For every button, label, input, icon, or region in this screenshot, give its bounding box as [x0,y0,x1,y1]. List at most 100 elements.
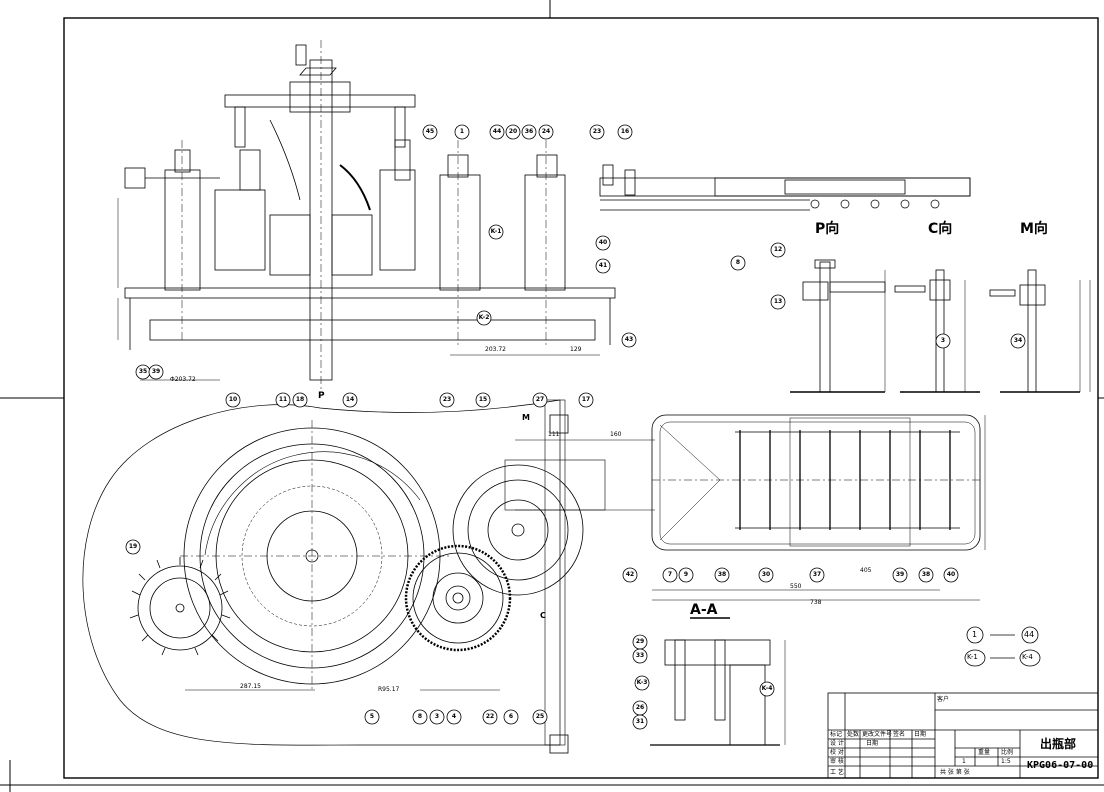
top-elevation-view [117,40,971,390]
view-label-p: P向 [815,221,840,237]
balloon-circle [475,392,491,408]
balloon-label: 3 [434,713,440,720]
balloon-circle [634,675,650,691]
balloon-circle [505,124,521,140]
balloon-circle [476,310,492,326]
row-label: 设 计 [830,740,844,747]
dimension-text: Φ203.72 [170,376,196,383]
balloon-circle [809,567,825,583]
balloon-circle [429,709,445,725]
balloon-label: 39 [895,571,905,578]
balloon-label: 40 [598,239,608,246]
balloon-circle [617,124,633,140]
view-arrow-p: P [318,391,325,401]
balloon-circle [595,258,611,274]
balloon-label: 38 [717,571,727,578]
balloon-circle [759,681,775,697]
scale-value: 1:5 [1001,758,1011,765]
balloon-circle [532,709,548,725]
balloon-label: 30 [761,571,771,578]
balloon-label: 11 [278,396,288,403]
dimension-text: 550 [790,583,802,590]
row-label: 工 艺 [830,769,844,776]
balloon-label: 29 [635,638,645,645]
balloon-circle [532,392,548,408]
dimension-text: 160 [610,431,622,438]
balloon-label: 9 [683,571,689,578]
balloon-label: 44 [492,128,502,135]
dimension-text: 738 [810,599,822,606]
balloon-circle [148,364,164,380]
header-label: 签名 [893,731,906,738]
row-label: 校 对 [830,749,844,756]
balloon-label: 3 [940,337,946,344]
balloon-circle [678,567,694,583]
balloon-circle [446,709,462,725]
balloon-label: 34 [1013,337,1023,344]
balloon-label: 17 [581,396,591,403]
balloon-label: 12 [773,246,783,253]
balloon-label: 23 [592,128,602,135]
balloon-circle [918,567,934,583]
balloon-label: 33 [635,652,645,659]
legend-end: 44 [1024,630,1035,639]
balloon-circle [488,224,504,240]
balloon-label: K-3 [636,679,648,686]
quantity-value: 1 [962,758,966,765]
drawing-number: KPG06-07-00 [1027,760,1094,771]
legend-start: 1 [972,630,978,639]
balloon-circle [935,333,951,349]
balloon-label: 41 [598,262,608,269]
header-label: 日期 [914,731,927,738]
dimension-text: R95.17 [378,686,400,693]
balloon-circle [758,567,774,583]
date-label: 日期 [866,740,879,747]
balloon-label: 25 [535,713,545,720]
balloon-label: 19 [128,543,138,550]
balloon-label: 26 [635,704,645,711]
balloon-circle [714,567,730,583]
balloon-label: K-1 [490,228,502,235]
legend-symbols [964,626,1041,667]
balloon-circle [503,709,519,725]
balloon-circle [632,648,648,664]
balloon-label: 22 [485,713,495,720]
balloon-label: 36 [524,128,534,135]
balloon-label: 14 [345,396,355,403]
balloon-circle [225,392,241,408]
balloon-circle [578,392,594,408]
balloon-circle [342,392,358,408]
header-label: 更改文件号 [862,731,893,738]
balloon-label: 18 [295,396,305,403]
balloon-label: 4 [451,713,457,720]
balloon-circle [422,124,438,140]
balloon-label: 15 [478,396,488,403]
balloon-label: 8 [735,259,741,266]
balloon-label: 39 [151,368,161,375]
balloon-circle [275,392,291,408]
dimension-text: 287.15 [240,683,261,690]
balloon-label: K-2 [478,314,490,321]
balloon-label: 1 [459,128,465,135]
header-label: 处数 [847,731,860,738]
view-arrow-c: C [540,611,546,620]
balloon-circle [125,539,141,555]
balloon-circle [622,567,638,583]
balloon-circle [412,709,428,725]
balloon-label: 43 [624,336,634,343]
scale-label: 比例 [1001,749,1014,756]
section-a-a [650,617,786,746]
balloon-circle [1010,333,1026,349]
balloon-circle [364,709,380,725]
legend-sub-start: K-1 [967,653,978,661]
drawing-title: 出瓶部 [1040,737,1077,751]
balloon-circle [439,392,455,408]
balloon-label: 8 [417,713,423,720]
balloon-label: 24 [541,128,551,135]
side-views [790,259,1091,393]
balloon-label: 31 [635,718,645,725]
balloon-circle [482,709,498,725]
balloon-label: 40 [946,571,956,578]
